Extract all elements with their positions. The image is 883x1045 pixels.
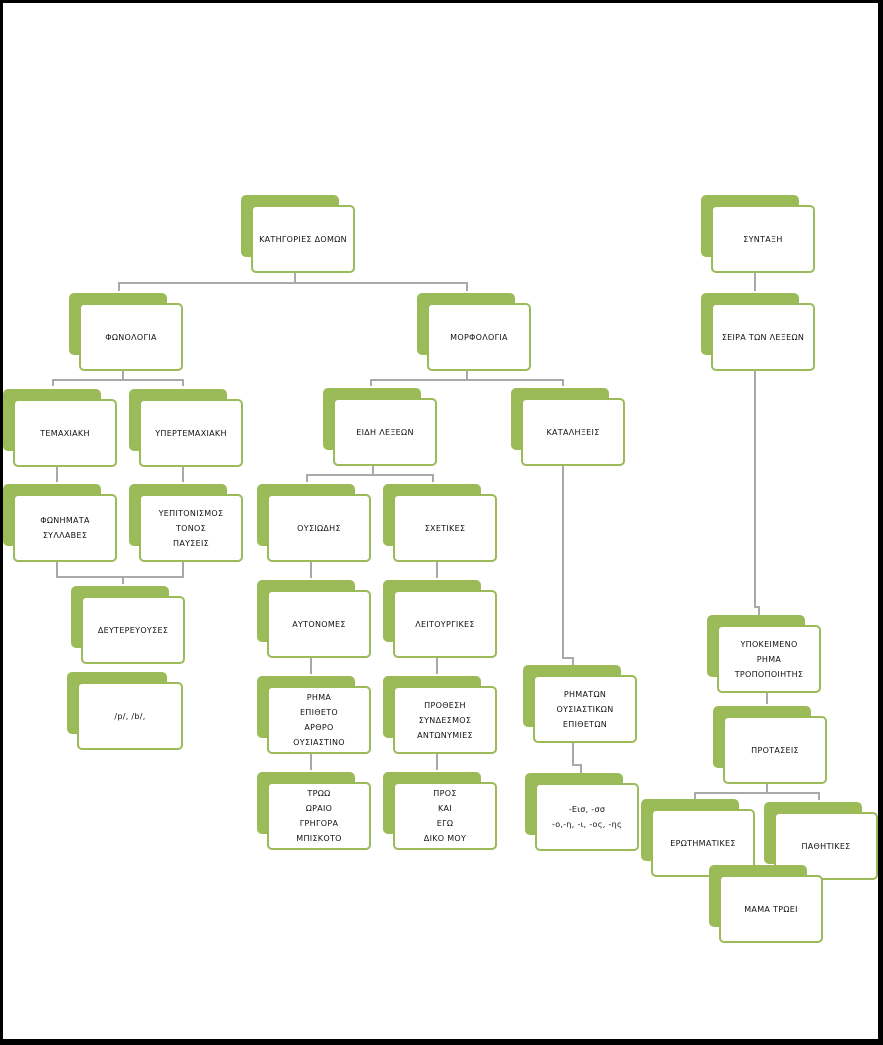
node-syntaxi: ΣΥΝΤΑΞΗ (711, 205, 815, 273)
link-prot-children (694, 792, 820, 800)
node-sxetikes: ΣΧΕΤΙΚΕΣ (393, 494, 497, 562)
node-fonologia: ΦΩΝΟΛΟΓΙΑ (79, 303, 183, 371)
node-eidi_lexeon: ΕΙΔΗ ΛΕΞΕΩΝ (333, 398, 437, 466)
node-label: ΕΠΙΘΕΤΟ (299, 708, 339, 717)
node-label: ΡΗΜΑΤΩΝ (563, 689, 607, 699)
node-ypokeimeno: ΥΠΟΚΕΙΜΕΝΟ ΡΗΜΑ ΤΡΟΠΟΠΟΙΗΤΗΣ (717, 625, 821, 693)
node-label: ΠΑΥΣΕΙΣ (173, 538, 209, 548)
node-mama: ΜΑΜΑ ΤΡΩΕΙ (719, 875, 823, 943)
node-label: ΦΩΝΟΛΟΓΙΑ (105, 332, 157, 342)
node-protaseis: ΠΡΟΤΑΣΕΙΣ (723, 716, 827, 784)
node-label: ΤΡΩΩ (307, 789, 331, 798)
node-label: ΦΩΝΗΜΑΤΑ (40, 516, 90, 525)
node-kataliksis: ΚΑΤΑΛΗΞΕΙΣ (521, 398, 625, 466)
node-label: ΣΕΙΡΑ ΤΩΝ ΛΕΞΕΩΝ (721, 332, 805, 342)
node-label: ΤΡΟΠΟΠΟΙΗΤΗΣ (734, 669, 804, 679)
node-label: ΠΡΟΘΕΣΗ (424, 700, 466, 710)
node-label: ΚΑΙ (438, 804, 452, 813)
node-label: ΟΥΣΙΩΔΗΣ (297, 523, 341, 533)
node-label: ΤΟΝΟΣ (175, 523, 207, 533)
node-label: ΣΥΝΔΕΣΜΟΣ (418, 715, 472, 725)
link-mor-children (370, 379, 564, 386)
node-label: ΥΕΠΙΤΟΝΙΣΜΟΣ (158, 508, 224, 518)
node-label: ΑΝΤΩΝΥΜΙΕΣ (417, 730, 473, 740)
node-label: ΩΡΑΙΟ (305, 804, 333, 813)
node-label: ΟΥΣΙΑΣΤΙΚΩΝ (556, 704, 614, 714)
node-label: ΥΠΟΚΕΙΜΕΝΟ (740, 639, 798, 649)
node-label: ΡΗΜΑ (306, 693, 332, 702)
node-endings: -Εισ, -σσ -ο,-η, -ι, -ος, -ης (535, 783, 639, 851)
link-seira-ypok (754, 371, 760, 615)
node-label: ΠΑΘΗΤΙΚΕΣ (801, 841, 851, 851)
node-label: ΜΟΡΦΟΛΟΓΙΑ (450, 332, 508, 342)
node-label: ΣΥΝΤΑΞΗ (743, 234, 783, 244)
node-label: ΚΑΤΗΓΟΡΙΕΣ ΔΟΜΩΝ (259, 234, 347, 244)
node-label: ΔΕΥΤΕΡΕΥΟΥΣΕΣ (97, 625, 169, 635)
node-label: ΡΗΜΑ (756, 654, 782, 664)
node-label: ΕΓΩ (436, 819, 454, 828)
diagram-page: ΚΑΤΗΓΟΡΙΕΣ ΔΟΜΩΝ ΦΩΝΟΛΟΓΙΑ ΜΟΡΦΟΛΟΓΙΑ ΤΕΜΑΧ… (3, 3, 878, 1039)
node-seira: ΣΕΙΡΑ ΤΩΝ ΛΕΞΕΩΝ (711, 303, 815, 371)
node-label: ΑΥΤΟΝΟΜΕΣ (292, 619, 346, 629)
node-label: ΥΠΕΡΤΕΜΑΧΙΑΚΗ (155, 428, 227, 438)
node-rimaton: ΡΗΜΑΤΩΝ ΟΥΣΙΑΣΤΙΚΩΝ ΕΠΙΘΕΤΩΝ (533, 675, 637, 743)
node-label: ΣΧΕΤΙΚΕΣ (424, 523, 466, 533)
node-rima_list: ΡΗΜΑ ΕΠΙΘΕΤΟ ΑΡΘΡΟ ΟΥΣΙΑΣΤΙΝΟ (267, 686, 371, 754)
node-leitourgikes: ΛΕΙΤΟΥΡΓΙΚΕΣ (393, 590, 497, 658)
node-prothesi_list: ΠΡΟΘΕΣΗ ΣΥΝΔΕΣΜΟΣ ΑΝΤΩΝΥΜΙΕΣ (393, 686, 497, 754)
node-ypertemaxiaki: ΥΠΕΡΤΕΜΑΧΙΑΚΗ (139, 399, 243, 467)
node-label: ΕΠΙΘΕΤΩΝ (562, 719, 608, 729)
node-phonemes: /p/, /b/, (77, 682, 183, 750)
link-merge-deut (56, 562, 184, 578)
node-trwo_list: ΤΡΩΩ ΩΡΑΙΟ ΓΡΗΓΟΡΑ ΜΠΙΣΚΟΤΟ (267, 782, 371, 850)
node-label: ΛΕΙΤΟΥΡΓΙΚΕΣ (415, 619, 475, 629)
node-label: ΠΡΟΣ (433, 789, 457, 798)
node-label: ΓΡΗΓΟΡΑ (299, 819, 339, 828)
node-label: ΟΥΣΙΑΣΤΙΝΟ (293, 738, 345, 747)
link-fon-children (52, 379, 184, 386)
link-kat-rim (562, 466, 574, 665)
node-label: ΣΥΛΛΑΒΕΣ (42, 531, 88, 540)
node-ypotonismos: ΥΕΠΙΤΟΝΙΣΜΟΣ ΤΟΝΟΣ ΠΑΥΣΕΙΣ (139, 494, 243, 562)
node-ousiodeis: ΟΥΣΙΩΔΗΣ (267, 494, 371, 562)
node-label: ΔΙΚΟ ΜΟΥ (423, 834, 467, 843)
connector-lines (52, 273, 820, 800)
node-pros_list: ΠΡΟΣ ΚΑΙ ΕΓΩ ΔΙΚΟ ΜΟΥ (393, 782, 497, 850)
node-autonomes: ΑΥΤΟΝΟΜΕΣ (267, 590, 371, 658)
node-label: ΜΠΙΣΚΟΤΟ (296, 834, 342, 843)
node-label: ΠΡΟΤΑΣΕΙΣ (751, 745, 799, 755)
node-label: ΑΡΘΡΟ (304, 723, 334, 732)
node-temaxiaki: ΤΕΜΑΧΙΑΚΗ (13, 399, 117, 467)
node-deutereuouses: ΔΕΥΤΕΡΕΥΟΥΣΕΣ (81, 596, 185, 664)
node-fonimata: ΦΩΝΗΜΑΤΑ ΣΥΛΛΑΒΕΣ (13, 494, 117, 562)
link-eidi-children (306, 474, 434, 482)
node-label: -Εισ, -σσ (568, 805, 606, 814)
link-root-children (118, 282, 468, 291)
node-label: ΕΙΔΗ ΛΕΞΕΩΝ (356, 427, 414, 437)
node-morfologia: ΜΟΡΦΟΛΟΓΙΑ (427, 303, 531, 371)
node-label: ΕΡΩΤΗΜΑΤΙΚΕΣ (670, 838, 736, 848)
node-label: /p/, /b/, (114, 711, 146, 721)
node-label: ΚΑΤΑΛΗΞΕΙΣ (546, 427, 600, 437)
node-label: ΜΑΜΑ ΤΡΩΕΙ (744, 904, 798, 914)
node-root: ΚΑΤΗΓΟΡΙΕΣ ΔΟΜΩΝ (251, 205, 355, 273)
node-label: ΤΕΜΑΧΙΑΚΗ (40, 428, 90, 438)
node-label: -ο,-η, -ι, -ος, -ης (552, 820, 622, 829)
link-rim-end (572, 743, 582, 773)
